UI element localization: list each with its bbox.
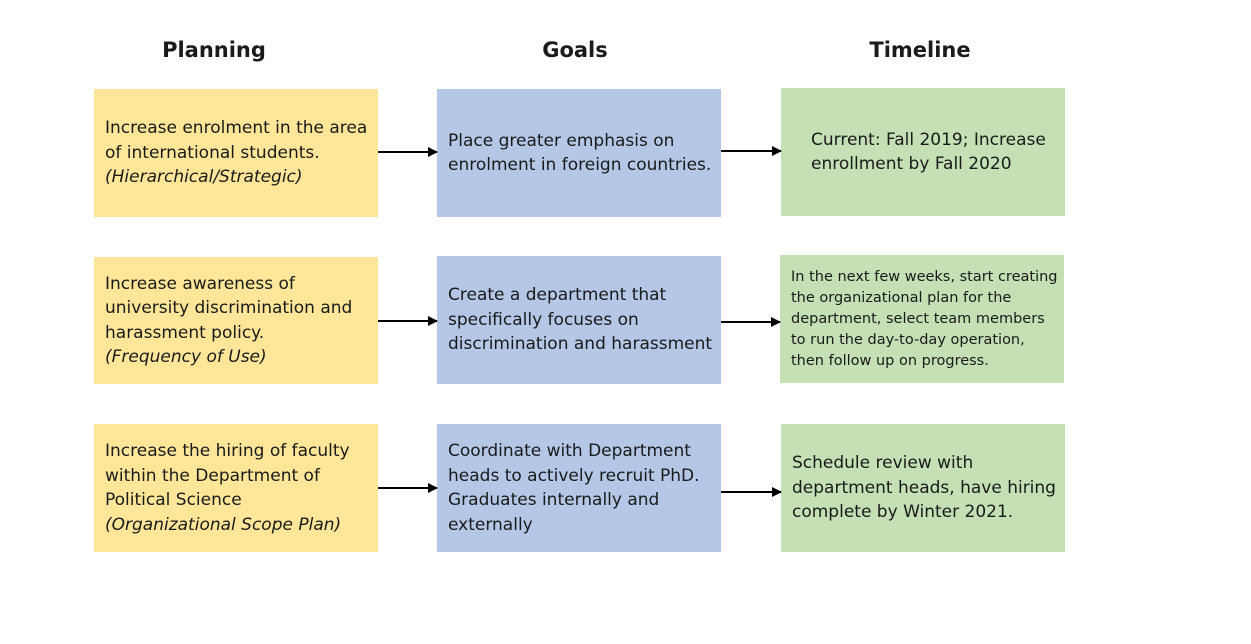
planning-text-line: Increase the hiring of faculty bbox=[105, 441, 350, 461]
planning-text-line: Increase enrolment in the area bbox=[105, 118, 368, 139]
goal-text-line: discrimination and harassment bbox=[448, 334, 713, 355]
goal-text-line: heads to actively recruit PhD. bbox=[448, 465, 700, 486]
goal-box-1: Place greater emphasis on enrolment in f… bbox=[437, 89, 721, 217]
planning-text-line: Political Science bbox=[105, 490, 242, 510]
planning-type-label: (Frequency of Use) bbox=[105, 347, 267, 367]
timeline-text-line: department, select team members bbox=[791, 310, 1045, 327]
timeline-box-3: Schedule review with department heads, h… bbox=[781, 424, 1065, 552]
planning-text-line: harassment policy. bbox=[105, 322, 265, 343]
planning-box-2: Increase awareness of university discrim… bbox=[94, 257, 378, 384]
timeline-text-line: to run the day-to-day operation, bbox=[791, 331, 1025, 348]
timeline-text-line: enrollment by Fall 2020 bbox=[811, 154, 1012, 174]
planning-type-label: (Organizational Scope Plan) bbox=[105, 514, 342, 535]
planning-box-1: Increase enrolment in the area of intern… bbox=[94, 89, 378, 217]
timeline-text-line: In the next few weeks, start creating bbox=[791, 268, 1058, 285]
timeline-box-1: Current: Fall 2019; Increase enrollment … bbox=[781, 88, 1065, 216]
planning-box-3: Increase the hiring of faculty within th… bbox=[94, 424, 378, 552]
planning-text-line: university discrimination and bbox=[105, 298, 353, 318]
goal-text-line: specifically focuses on bbox=[448, 309, 639, 330]
timeline-text-line: the organizational plan for the bbox=[791, 289, 1012, 306]
timeline-text-line: Current: Fall 2019; Increase bbox=[811, 129, 1046, 150]
goal-text-line: Graduates internally and bbox=[448, 490, 660, 510]
planning-text-line: Increase awareness of bbox=[105, 273, 295, 294]
timeline-text-line: complete by Winter 2021. bbox=[792, 502, 1014, 523]
planning-header: Planning bbox=[162, 38, 266, 62]
goal-text-line: Place greater emphasis on bbox=[448, 130, 675, 151]
timeline-text-line: department heads, have hiring bbox=[792, 477, 1056, 498]
timeline-text-line: Schedule review with bbox=[792, 453, 974, 474]
planning-type-label: (Hierarchical/Strategic) bbox=[105, 167, 303, 188]
timeline-box-2: In the next few weeks, start creating th… bbox=[780, 255, 1064, 383]
goal-box-2: Create a department that specifically fo… bbox=[437, 256, 721, 384]
timeline-header: Timeline bbox=[869, 38, 971, 62]
planning-text-line: within the Department of bbox=[105, 465, 320, 486]
goals-header: Goals bbox=[542, 38, 608, 62]
goal-text-line: Create a department that bbox=[448, 285, 667, 306]
planning-text-line: of international students. bbox=[105, 142, 320, 163]
goal-box-3: Coordinate with Department heads to acti… bbox=[437, 424, 721, 552]
goal-text-line: externally bbox=[448, 514, 533, 535]
goal-text-line: Coordinate with Department bbox=[448, 441, 691, 461]
goal-text-line: enrolment in foreign countries. bbox=[448, 155, 712, 175]
timeline-text-line: then follow up on progress. bbox=[791, 352, 989, 369]
